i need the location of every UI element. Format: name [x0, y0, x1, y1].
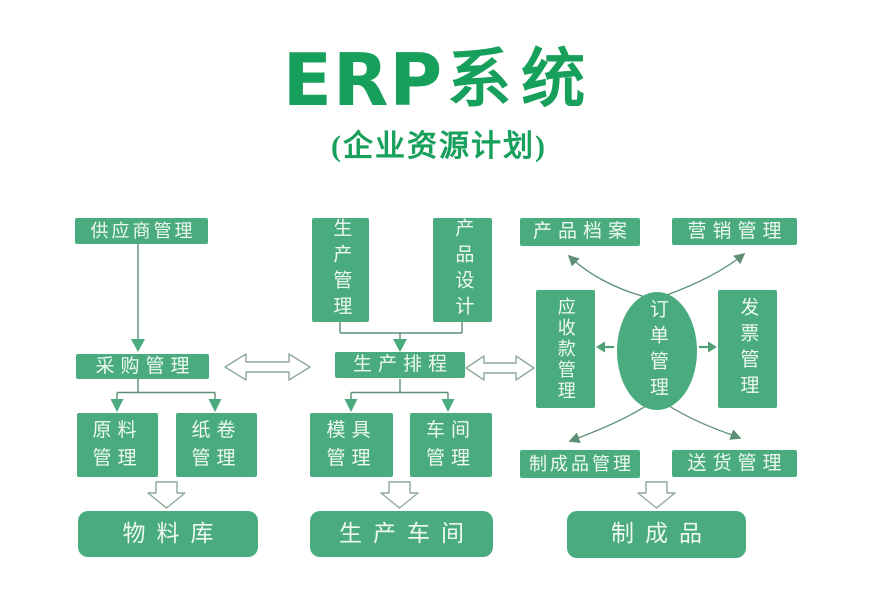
- node-material-warehouse: 物料库: [78, 511, 258, 557]
- node-receivables-management: 应收款管理: [536, 290, 595, 408]
- node-finished-goods: 制成品: [567, 511, 746, 558]
- double-arrow-right: [465, 355, 535, 381]
- node-finished-goods-management: 制成品管理: [520, 450, 640, 478]
- node-label: 应收款管理: [555, 296, 576, 402]
- node-production-scheduling: 生产排程: [335, 352, 465, 378]
- node-label: 制成品管理: [529, 453, 634, 474]
- node-raw-material-management: 原料管理: [77, 413, 158, 477]
- node-production-workshop: 生产车间: [310, 511, 493, 557]
- node-purchasing-management: 采购管理: [76, 354, 209, 379]
- node-product-archive: 产品档案: [520, 218, 640, 246]
- node-label: 原料管理: [92, 419, 143, 470]
- arrowhead: [131, 339, 145, 352]
- arrowhead: [393, 339, 407, 352]
- double-arrow-left: [224, 353, 311, 381]
- node-label: 车间管理: [425, 419, 476, 470]
- block-arrow-material-warehouse: [147, 481, 186, 509]
- node-label: 营销管理: [687, 220, 788, 242]
- node-label: 物料库: [122, 520, 225, 546]
- node-label: 产品设计: [452, 218, 474, 322]
- title-cjk: 系统: [447, 44, 596, 115]
- arrowhead: [208, 399, 222, 412]
- node-label: 采购管理: [95, 355, 196, 377]
- node-supplier-management: 供应商管理: [75, 218, 208, 244]
- node-label: 订单管理: [646, 299, 668, 403]
- node-label: 产品档案: [532, 221, 633, 243]
- node-mold-management: 模具管理: [310, 413, 393, 477]
- title-latin: ERP: [282, 38, 444, 122]
- node-marketing-management: 营销管理: [672, 218, 797, 245]
- node-order-management: 订单管理: [617, 292, 697, 410]
- page-subtitle: (企业资源计划): [331, 130, 547, 163]
- curve-order-to-delivery: [665, 403, 742, 440]
- node-label: 发票管理: [737, 297, 759, 401]
- node-label: 生产排程: [352, 354, 453, 376]
- arrowhead: [708, 341, 717, 353]
- curve-order-to-marketing: [663, 252, 746, 297]
- page-title: ERP系统: [0, 28, 878, 122]
- node-paper-roll-management: 纸卷管理: [176, 413, 257, 477]
- node-label: 供应商管理: [90, 220, 196, 241]
- node-label: 纸卷管理: [191, 419, 242, 470]
- arrowhead: [110, 399, 124, 412]
- curve-order-to-finished-mgmt: [568, 403, 650, 443]
- block-arrow-production-workshop: [380, 481, 419, 509]
- bracket-scheduling: [350, 379, 449, 400]
- node-label: 模具管理: [326, 419, 377, 470]
- node-product-design: 产品设计: [433, 218, 492, 322]
- arrowhead: [344, 399, 358, 412]
- block-arrow-finished-goods: [637, 481, 676, 509]
- node-label: 送货管理: [687, 452, 788, 474]
- node-label: 生产管理: [330, 218, 352, 322]
- bracket-purchasing: [116, 379, 216, 400]
- node-invoice-management: 发票管理: [718, 290, 777, 408]
- node-workshop-management: 车间管理: [410, 413, 492, 477]
- node-production-management: 生产管理: [312, 218, 369, 322]
- arrowhead: [596, 341, 605, 353]
- node-delivery-management: 送货管理: [672, 450, 797, 477]
- merge-to-scheduling: [339, 322, 463, 340]
- node-label: 制成品: [611, 521, 713, 547]
- node-label: 生产车间: [339, 520, 475, 546]
- arrowhead: [441, 399, 455, 412]
